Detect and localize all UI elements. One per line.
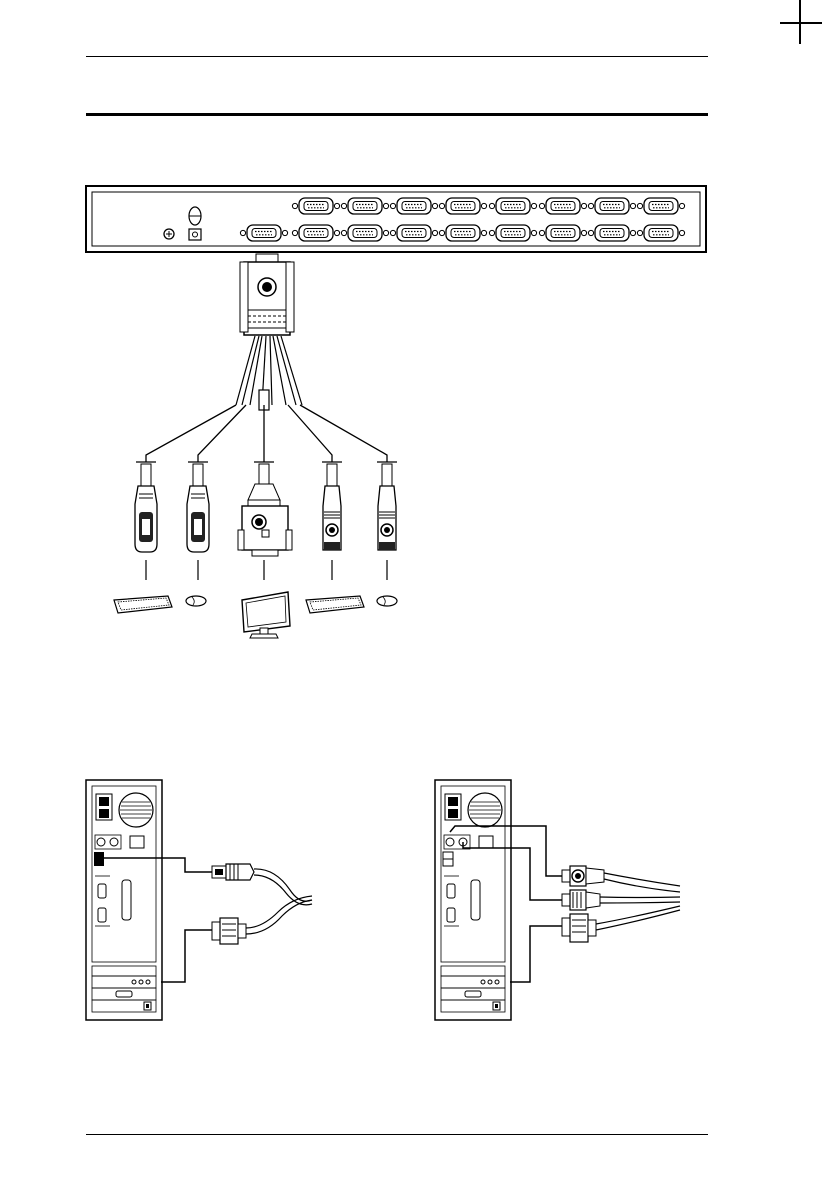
- pc-usb-connection-illustration: [0, 770, 411, 1030]
- kvm-cable-illustration: [135, 254, 397, 580]
- keyboard-icon: [306, 596, 364, 613]
- monitor-icon: [242, 592, 290, 638]
- footer-rule: [86, 1134, 708, 1135]
- mouse-icon: [186, 596, 206, 606]
- keyboard-icon: [114, 596, 172, 613]
- mouse-icon: [377, 596, 397, 606]
- kvm-switch-rear-panel-illustration: [0, 0, 822, 660]
- pc-ps2-connection-illustration: [411, 770, 822, 1030]
